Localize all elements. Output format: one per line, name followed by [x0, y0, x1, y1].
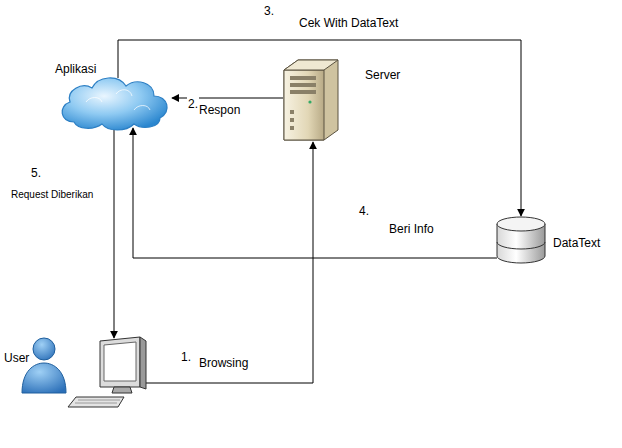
node-label: Server — [365, 68, 400, 82]
edge-label: Request Diberikan — [10, 188, 94, 202]
cloud-node: Aplikasi — [50, 58, 180, 130]
database-cylinder — [495, 216, 547, 266]
flow-arrow — [133, 128, 497, 258]
cloud-icon — [56, 72, 176, 132]
node-label: User — [4, 351, 29, 365]
step-number: 3. — [263, 4, 275, 18]
server-icon — [280, 58, 342, 142]
edge-label: Cek With DataText — [298, 16, 399, 30]
edge-label: Browsing — [198, 356, 249, 370]
flow-arrow — [146, 142, 313, 383]
server-node: Server — [280, 58, 410, 142]
step-number: 5. — [30, 166, 42, 180]
edge-label: Respon — [198, 103, 241, 117]
flow-arrow — [118, 40, 521, 216]
node-label: DataText — [553, 236, 600, 250]
node-label: Aplikasi — [55, 62, 96, 76]
user-node: User — [18, 335, 158, 415]
user-workstation-icon — [18, 335, 158, 415]
step-number: 2. — [187, 97, 199, 111]
flow-arrow — [114, 128, 115, 338]
edge-label: Beri Info — [388, 222, 435, 236]
step-number: 1. — [180, 350, 192, 364]
step-number: 4. — [358, 204, 370, 218]
database-node: DataText — [495, 216, 615, 266]
